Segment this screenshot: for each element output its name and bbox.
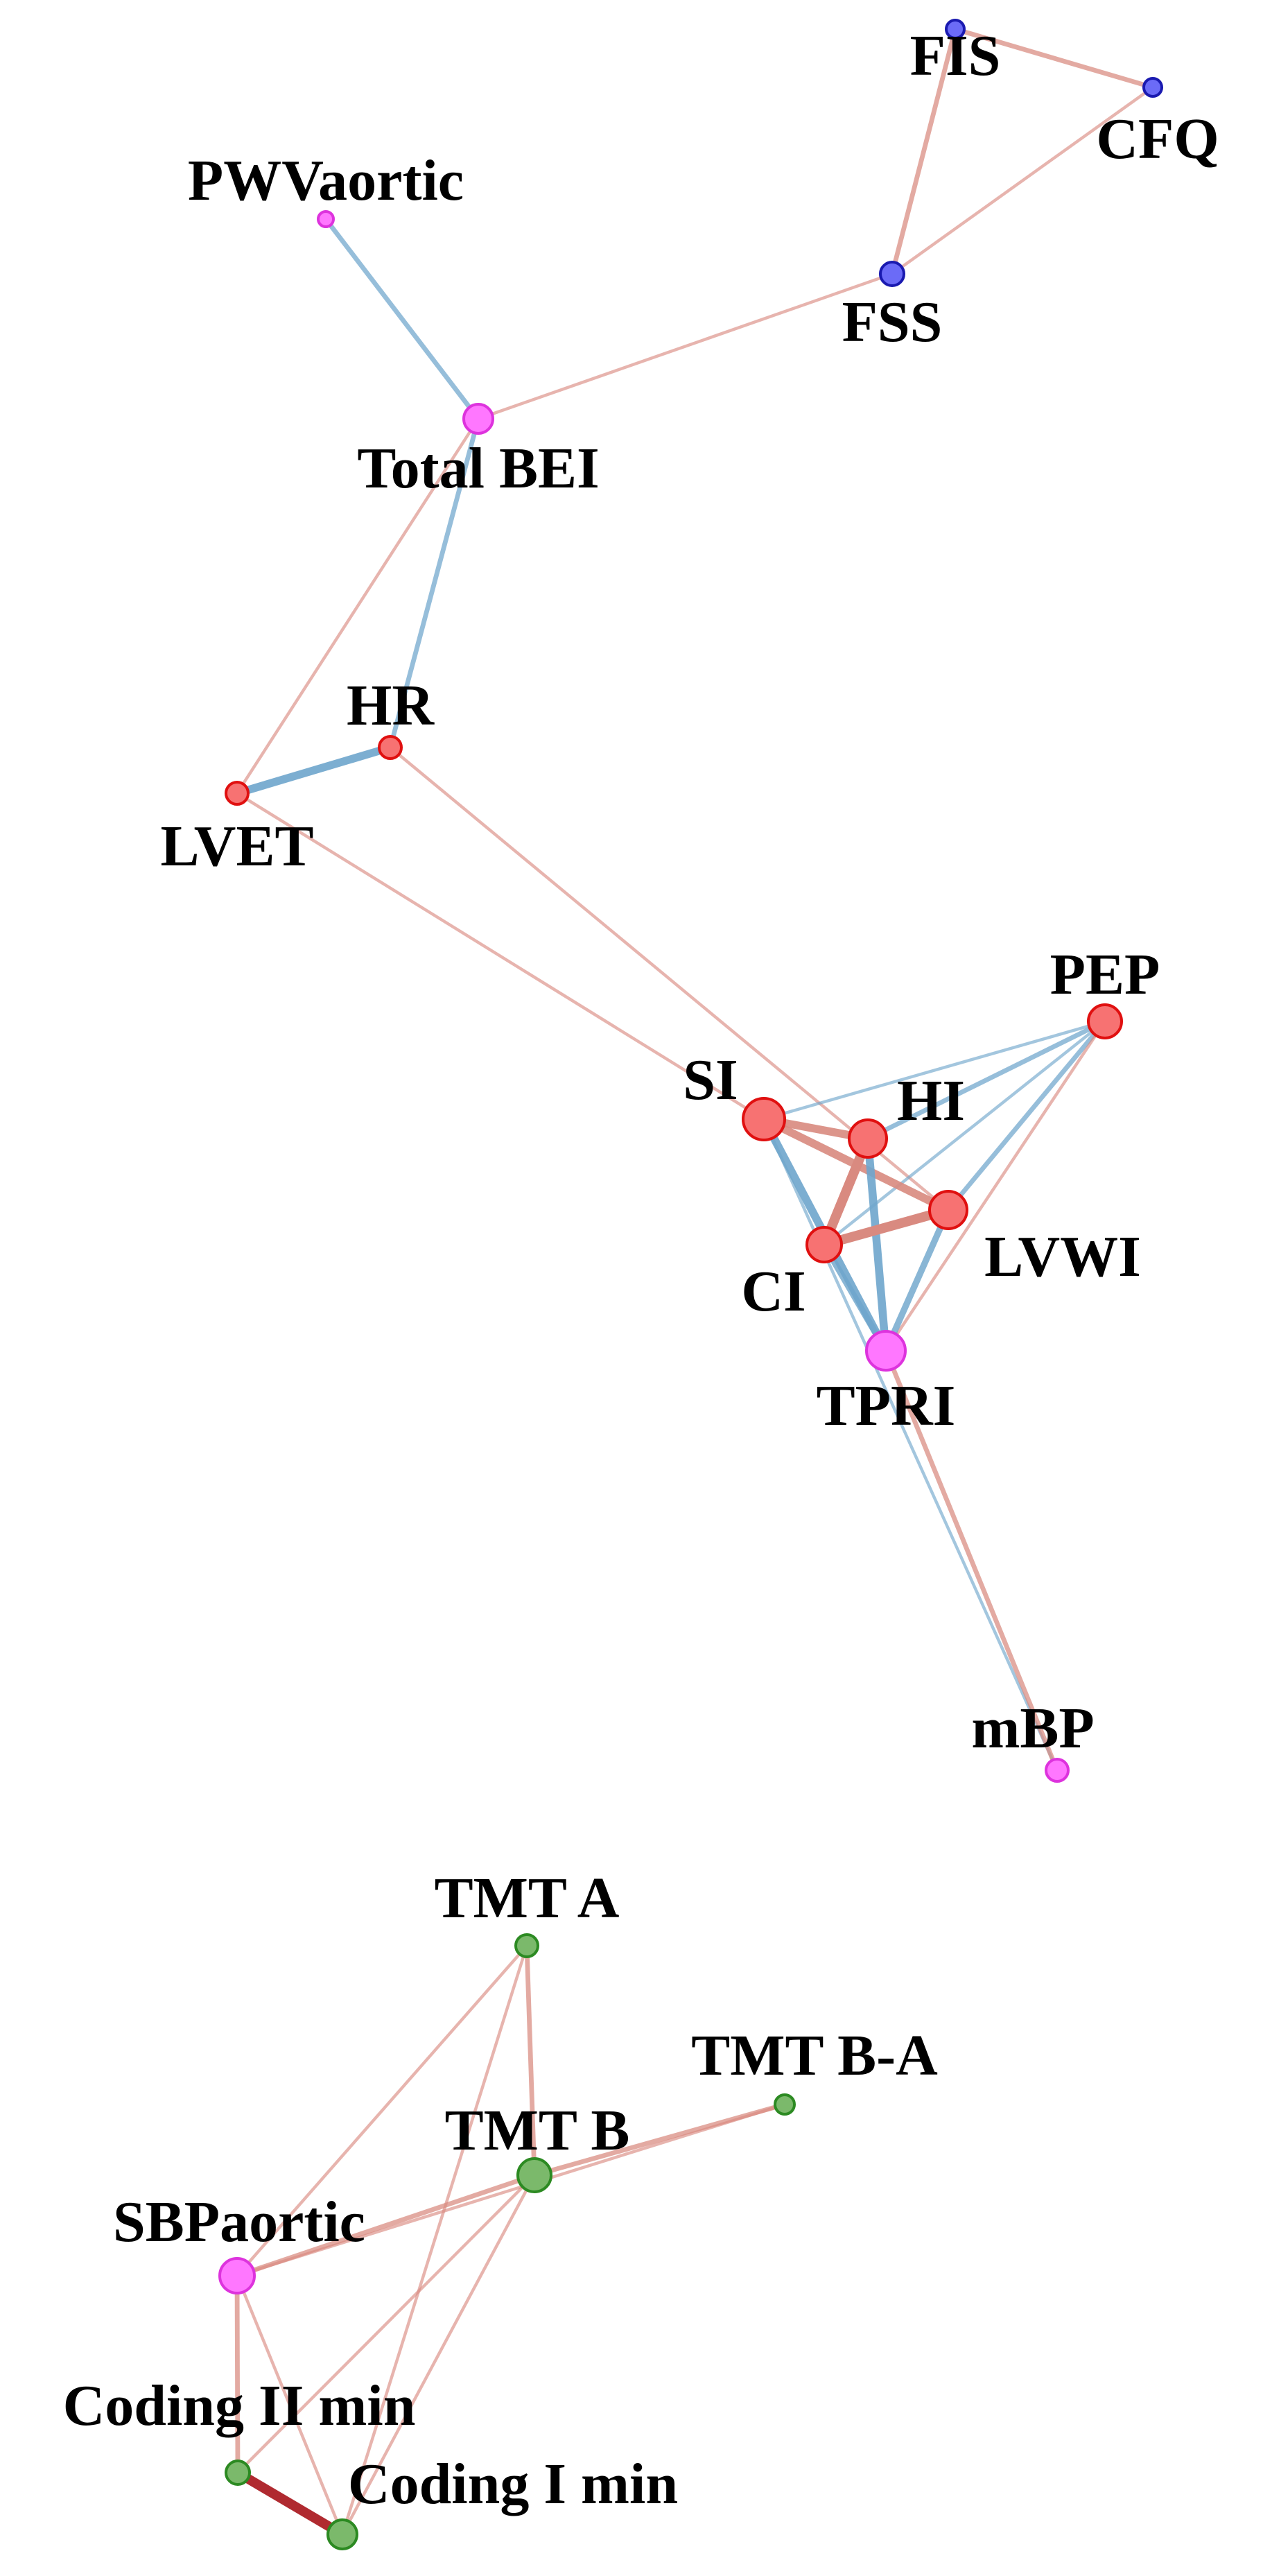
node-label-pwvaortic: PWVaortic	[188, 148, 464, 213]
node-label-lvet: LVET	[160, 814, 313, 879]
node-hr	[378, 735, 403, 760]
edge-lvet-si	[235, 791, 766, 1121]
node-lvwi	[928, 1190, 968, 1230]
edge-tmtb-codingii	[236, 2173, 537, 2475]
node-label-lvwi: LVWI	[984, 1225, 1141, 1289]
node-tmta	[514, 1933, 539, 1958]
node-cfq	[1142, 77, 1163, 98]
node-hi	[848, 1118, 888, 1159]
edge-pep-tpri	[884, 1019, 1107, 1353]
node-label-sbpaortic: SBPaortic	[113, 2190, 365, 2254]
edge-si-mbp	[762, 1117, 1059, 1772]
edge-fis-fss	[889, 26, 958, 277]
edge-tmta-codingi	[340, 1944, 529, 2536]
edge-tmtb-codingi	[340, 2173, 537, 2536]
node-totalbei	[462, 403, 494, 435]
node-label-tmta: TMT A	[435, 1866, 620, 1930]
node-label-ci: CI	[741, 1259, 805, 1324]
node-pwvaortic	[317, 210, 335, 228]
edge-totalbei-lvet	[235, 417, 480, 795]
node-fss	[879, 261, 905, 287]
node-codingi	[326, 2518, 358, 2550]
node-tpri	[865, 1330, 907, 1372]
edge-tpri-mbp	[883, 1348, 1060, 1773]
node-label-codingi: Coding I min	[348, 2452, 678, 2516]
node-tmtb	[516, 2157, 552, 2193]
edge-sbpaortic-codingi	[235, 2274, 345, 2536]
node-label-tpri: TPRI	[817, 1374, 956, 1438]
node-label-cfq: CFQ	[1096, 107, 1219, 171]
edge-codingii-codingi	[233, 2468, 347, 2539]
edge-cfq-fss	[890, 85, 1155, 276]
node-fis	[945, 19, 966, 40]
edge-pep-si	[762, 1019, 1107, 1121]
node-label-mbp: mBP	[971, 1696, 1094, 1761]
edge-ci-lvwi	[819, 1205, 953, 1250]
node-ci	[805, 1226, 843, 1263]
node-label-tmtba: TMT B-A	[691, 2023, 938, 2088]
node-label-fss: FSS	[842, 290, 943, 354]
edge-pwvaortic-totalbei	[323, 216, 481, 422]
node-label-tmtb: TMT B	[445, 2098, 630, 2163]
node-label-fis: FIS	[910, 24, 1001, 88]
node-tmtba	[774, 2093, 796, 2116]
node-label-hi: HI	[897, 1069, 965, 1133]
edge-sbpaortic-tmtba	[235, 2102, 787, 2278]
node-sbpaortic	[218, 2257, 256, 2294]
node-codingii	[225, 2460, 251, 2486]
edge-hr-lvet	[233, 743, 394, 797]
edge-tmta-tmtb	[524, 1943, 537, 2178]
node-lvet	[225, 781, 250, 806]
edge-pep-hi	[865, 1019, 1108, 1141]
edge-fis-cfq	[952, 26, 1156, 90]
edge-lvwi-tpri	[882, 1207, 952, 1354]
nodes-layer	[218, 19, 1163, 2550]
node-label-pep: PEP	[1050, 942, 1160, 1007]
node-mbp	[1045, 1758, 1070, 1783]
node-label-codingii: Coding II min	[63, 2374, 416, 2438]
node-label-totalbei: Total BEI	[357, 436, 599, 501]
edge-totalbei-hr	[387, 416, 481, 750]
edge-pep-lvwi	[946, 1019, 1108, 1213]
node-pep	[1087, 1003, 1123, 1039]
node-si	[742, 1097, 786, 1141]
edge-sbpaortic-codingii	[234, 2273, 241, 2475]
edge-tmta-sbpaortic	[235, 1944, 529, 2278]
node-label-si: SI	[683, 1048, 738, 1112]
edge-hi-tpri	[864, 1134, 890, 1355]
node-label-hr: HR	[347, 673, 435, 738]
edge-fss-totalbei	[476, 272, 894, 421]
